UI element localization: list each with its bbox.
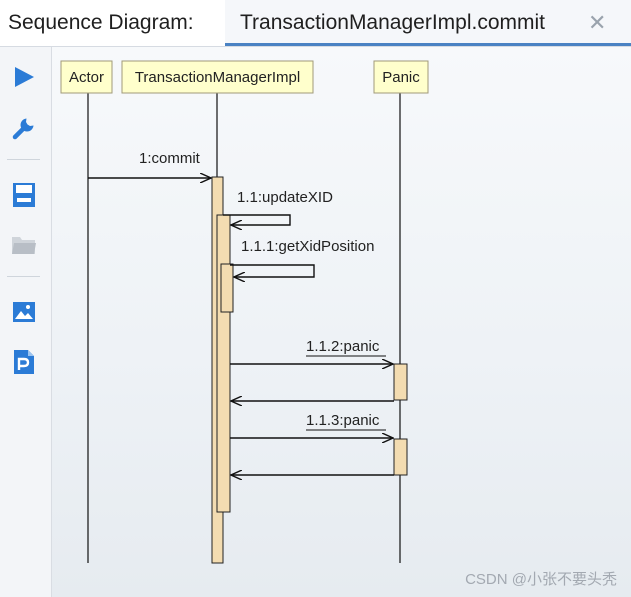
image-icon[interactable] <box>10 298 38 326</box>
participant-transactionmanagerimpl-label: TransactionManagerImpl <box>135 69 300 86</box>
toolbar-divider <box>7 159 40 160</box>
sequence-diagram: Actor TransactionManagerImpl Panic 1:com… <box>60 60 429 564</box>
participant-panic-label: Panic <box>382 69 420 86</box>
participant-actor[interactable] <box>60 60 113 94</box>
diagram-canvas: Actor TransactionManagerImpl Panic 1:com… <box>52 47 631 597</box>
tab-sequence-diagram[interactable]: TransactionManagerImpl.commit ✕ <box>225 0 631 46</box>
save-icon[interactable] <box>10 181 38 209</box>
message-arrow-getxidposition <box>230 264 315 277</box>
participant-panic[interactable] <box>373 60 429 94</box>
left-toolbar <box>0 47 52 597</box>
tab-title[interactable]: TransactionManagerImpl.commit <box>240 11 545 34</box>
message-arrow-updatexid <box>223 214 291 225</box>
watermark: CSDN @小张不要头秃 <box>465 571 617 588</box>
wrench-icon[interactable] <box>10 114 38 142</box>
activation-updatexid <box>216 214 231 513</box>
message-label-updatexid: 1.1:updateXID <box>237 189 333 206</box>
toolbar-divider <box>7 276 40 277</box>
tab-bar: Sequence Diagram: TransactionManagerImpl… <box>0 0 631 47</box>
message-label-getxidposition: 1.1.1:getXidPosition <box>241 238 374 255</box>
message-label-commit: 1:commit <box>139 150 201 167</box>
tab-prefix-label: Sequence Diagram: <box>8 11 194 34</box>
activation-panic-2 <box>393 438 408 476</box>
participant-transactionmanagerimpl[interactable] <box>121 60 314 94</box>
play-icon[interactable] <box>10 63 38 91</box>
activation-getxidposition <box>220 263 234 313</box>
participant-actor-label: Actor <box>69 69 104 86</box>
folder-icon <box>10 231 38 259</box>
message-label-panic-2: 1.1.3:panic <box>306 412 380 429</box>
activation-panic-1 <box>393 363 408 401</box>
message-label-panic-1: 1.1.2:panic <box>306 338 380 355</box>
close-icon[interactable]: ✕ <box>588 10 607 35</box>
export-p-icon[interactable] <box>10 348 38 376</box>
